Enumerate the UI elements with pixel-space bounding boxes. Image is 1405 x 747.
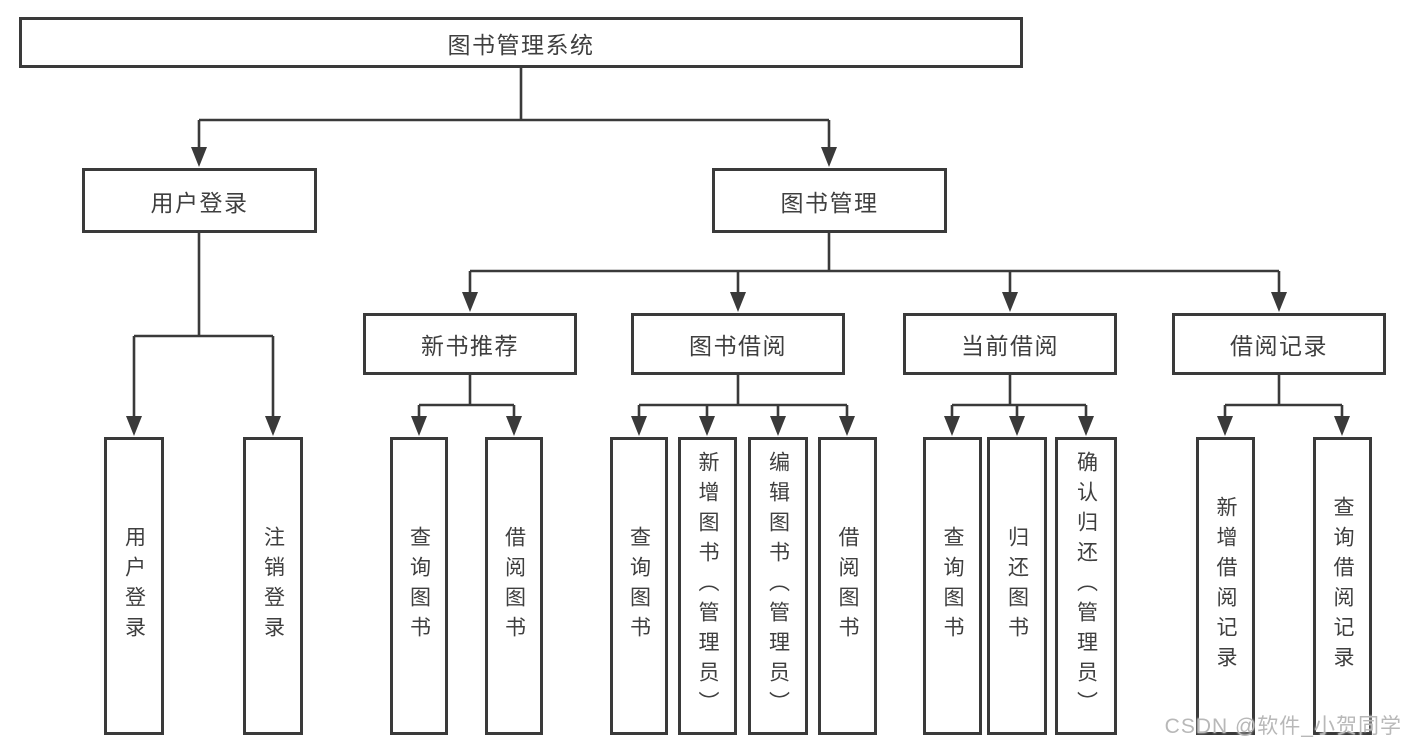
node-label: 图书管理系统 [447, 31, 595, 58]
node-label: 新书推荐 [421, 333, 519, 359]
leaf-label: 查询图书 [941, 526, 964, 646]
node-current-borrowing: 当前借阅 [903, 313, 1117, 375]
leaf-label: 借阅图书 [836, 526, 859, 646]
node-label: 用户登录 [150, 189, 249, 216]
leaf-label: 注销登录 [261, 526, 285, 646]
leaf-label: 查询图书 [407, 526, 431, 646]
leaf-return-books: 归还图书 [987, 437, 1047, 735]
node-book-borrowing: 图书借阅 [631, 313, 845, 375]
node-borrowing-records: 借阅记录 [1172, 313, 1386, 375]
leaf-label: 确认归还（管理员） [1074, 451, 1098, 721]
leaf-add-books-admin: 新增图书（管理员） [678, 437, 737, 735]
leaf-query-books-current: 查询图书 [923, 437, 982, 735]
leaf-edit-books-admin: 编辑图书（管理员） [748, 437, 808, 735]
leaf-label: 归还图书 [1005, 526, 1029, 646]
leaf-label: 借阅图书 [502, 526, 526, 646]
leaf-label: 查询图书 [627, 526, 651, 646]
node-label: 借阅记录 [1230, 333, 1328, 359]
leaf-user-login: 用户登录 [104, 437, 164, 735]
leaf-label: 编辑图书（管理员） [766, 451, 790, 721]
leaf-confirm-return-admin: 确认归还（管理员） [1055, 437, 1117, 735]
leaf-label: 新增借阅记录 [1214, 496, 1237, 676]
leaf-query-books-recommend: 查询图书 [390, 437, 448, 735]
leaf-add-borrow-record: 新增借阅记录 [1196, 437, 1255, 735]
node-label: 图书管理 [780, 189, 879, 216]
leaf-label: 新增图书（管理员） [696, 451, 719, 721]
node-label: 当前借阅 [961, 333, 1059, 359]
csdn-watermark: CSDN @软件_小贺同学 [1164, 715, 1402, 738]
node-user-login-branch: 用户登录 [82, 168, 317, 233]
leaf-borrow-books-recommend: 借阅图书 [485, 437, 543, 735]
leaf-label: 查询借阅记录 [1331, 496, 1354, 676]
leaf-label: 用户登录 [122, 526, 146, 646]
node-new-book-recommendation: 新书推荐 [363, 313, 577, 375]
node-library-management-system: 图书管理系统 [19, 17, 1023, 68]
leaf-borrow-books: 借阅图书 [818, 437, 877, 735]
node-label: 图书借阅 [689, 333, 787, 359]
leaf-logout: 注销登录 [243, 437, 303, 735]
leaf-query-books-borrowing: 查询图书 [610, 437, 668, 735]
leaf-query-borrow-record: 查询借阅记录 [1313, 437, 1372, 735]
node-book-management-branch: 图书管理 [712, 168, 947, 233]
